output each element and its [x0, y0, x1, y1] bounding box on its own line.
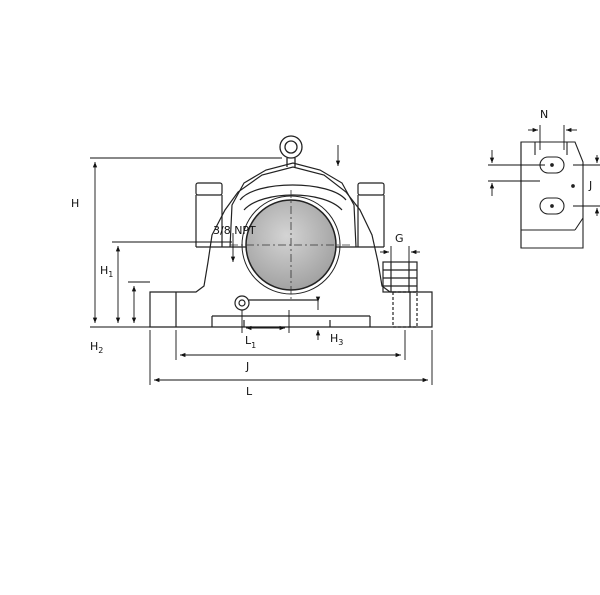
label-h2-sub: 2	[98, 346, 103, 355]
base-side-view	[520, 141, 584, 249]
label-h3-main: H	[330, 332, 338, 345]
label-h2-main: H	[90, 340, 98, 353]
grease-fitting	[234, 295, 318, 311]
label-j: J	[245, 360, 249, 373]
label-h1: H1	[100, 264, 113, 279]
label-h: H	[71, 197, 79, 210]
label-l: L	[246, 385, 253, 398]
label-h3-sub: 3	[338, 338, 343, 347]
label-j-side: J	[588, 179, 592, 192]
label-h3: H3	[330, 332, 343, 347]
eye-bolt	[279, 135, 303, 167]
dimension-lines	[90, 145, 433, 385]
label-h1-main: H	[100, 264, 108, 277]
label-l1: L1	[245, 334, 256, 350]
label-h2: H2	[90, 340, 103, 355]
side-view-dimensions	[488, 125, 600, 216]
label-n: N	[540, 108, 548, 121]
label-g: G	[395, 232, 404, 245]
label-l1-main: L	[245, 334, 252, 347]
center-lines	[230, 190, 352, 300]
label-l1-sub: 1	[251, 341, 256, 350]
label-npt: 3/8 NPT	[213, 224, 256, 237]
label-h1-sub: 1	[108, 270, 113, 279]
